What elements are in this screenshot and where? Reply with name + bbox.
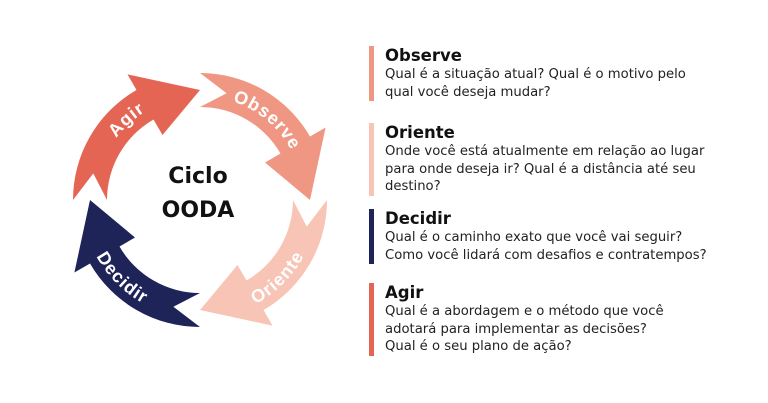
arc-act (73, 74, 200, 200)
step-title-orient: Oriente (385, 123, 455, 142)
step-orient: Oriente Onde você está atualmente em rel… (369, 123, 704, 196)
step-text-act: Qual é a abordagem e o método que você a… (385, 304, 664, 354)
step-text-decide: Qual é o caminho exato que você vai segu… (385, 230, 707, 263)
step-bar-decide (369, 209, 374, 264)
arc-orient (200, 200, 327, 326)
step-bar-observe (369, 46, 374, 101)
center-title-line-2: OODA (161, 198, 235, 223)
step-bar-act (369, 283, 374, 356)
step-text-orient: Onde você está atualmente em relação ao … (385, 144, 705, 194)
arc-decide (74, 200, 200, 327)
step-title-decide: Decidir (385, 209, 451, 228)
ooda-cycle-diagram: Agir Observe Oriente Decidir (73, 73, 327, 327)
step-title-act: Agir (385, 283, 424, 302)
arc-observe (200, 73, 326, 200)
step-text-observe: Qual é a situação atual? Qual é o motivo… (385, 67, 686, 100)
step-title-observe: Observe (385, 46, 462, 65)
step-bar-orient (369, 123, 374, 196)
cycle-center-title: Ciclo OODA (148, 160, 248, 228)
step-act: Agir Qual é a abordagem e o método que v… (369, 283, 664, 356)
center-title-line-1: Ciclo (168, 164, 228, 189)
step-observe: Observe Qual é a situação atual? Qual é … (369, 46, 686, 101)
step-decide: Decidir Qual é o caminho exato que você … (369, 209, 707, 264)
